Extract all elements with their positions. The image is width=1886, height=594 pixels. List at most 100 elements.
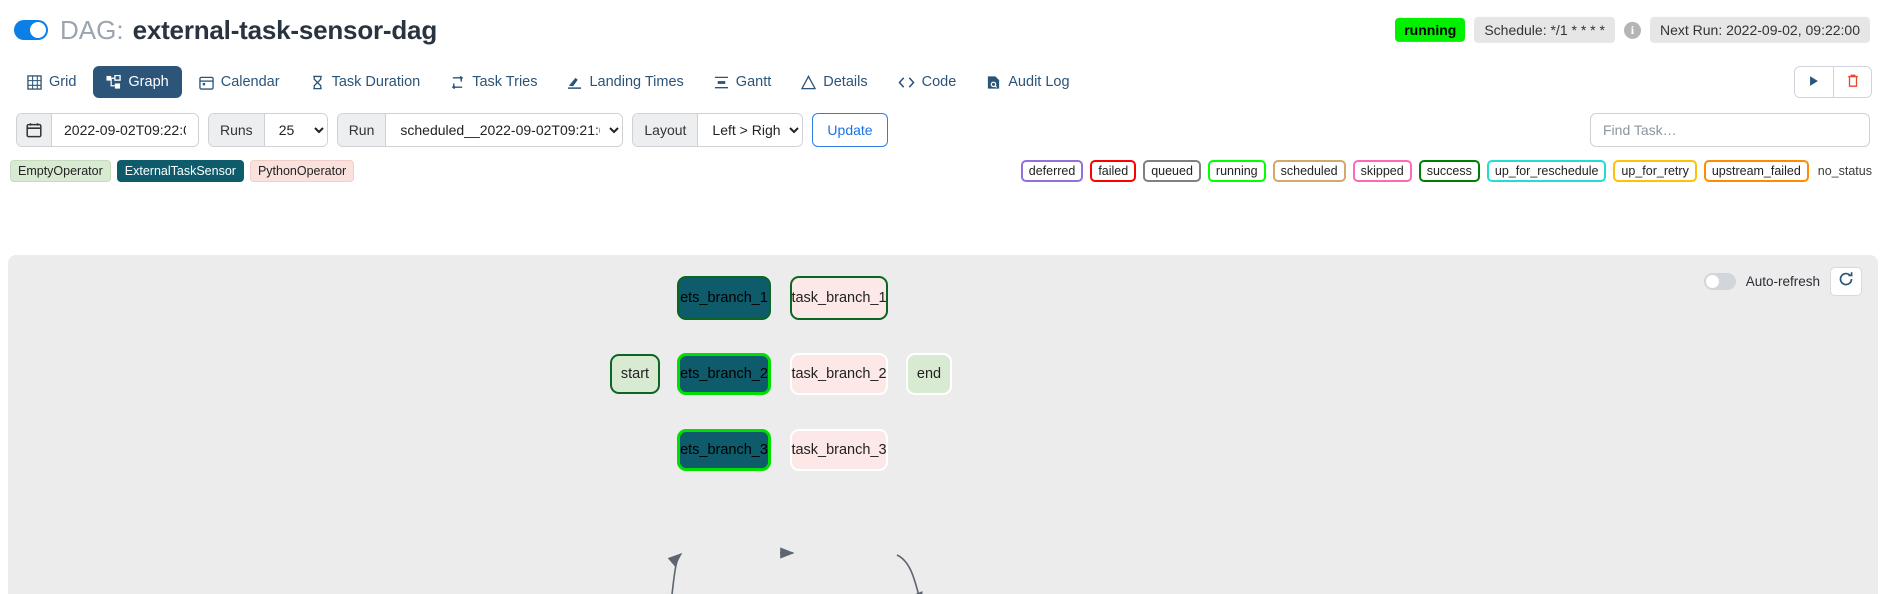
graph-node-task_branch_3[interactable]: task_branch_3 — [790, 429, 888, 471]
graph-edge — [667, 552, 683, 594]
trigger-dag-button[interactable] — [1795, 67, 1833, 97]
state-badge-up_for_retry[interactable]: up_for_retry — [1613, 159, 1697, 183]
state-badge-success[interactable]: success — [1418, 159, 1480, 183]
graph-node-start[interactable]: start — [610, 354, 660, 394]
layout-group: Layout Left > RightRight > LeftTop > Bot… — [632, 113, 804, 147]
run-label: Run — [337, 114, 387, 146]
layout-label: Layout — [633, 114, 699, 146]
tab-label: Graph — [128, 74, 169, 90]
canvas-tools: Auto-refresh — [1703, 267, 1862, 296]
calendar-icon[interactable] — [17, 114, 52, 146]
tab-grid[interactable]: Grid — [14, 66, 89, 98]
tab-label: Calendar — [220, 74, 280, 90]
refresh-button[interactable] — [1830, 267, 1862, 296]
auto-refresh-toggle[interactable] — [1703, 273, 1736, 290]
state-badge-queued[interactable]: queued — [1143, 159, 1201, 183]
tab-code[interactable]: Code — [885, 66, 970, 98]
status-badge: running — [1395, 17, 1466, 43]
tab-landing-times[interactable]: Landing Times — [554, 66, 696, 98]
graph-viewport[interactable]: start ets_branch_1 ets_branch_2 ets_branch_… — [8, 255, 1878, 594]
delete-dag-button[interactable] — [1833, 67, 1871, 97]
graph-node-label: ets_branch_2 — [680, 366, 768, 382]
schedule-badge: Schedule: */1 * * * * — [1474, 16, 1615, 44]
graph-node-end[interactable]: end — [906, 353, 952, 395]
graph-node-label: task_branch_2 — [791, 366, 887, 382]
tab-details[interactable]: Details — [788, 66, 880, 98]
tab-label: Details — [823, 74, 868, 90]
graph-node-label: start — [620, 366, 650, 382]
graph-edge — [896, 554, 923, 594]
graph-node-ets_branch_3[interactable]: ets_branch_3 — [677, 429, 771, 471]
audit-log-icon — [986, 75, 1001, 90]
graph-node-label: ets_branch_3 — [680, 442, 768, 458]
find-task-input[interactable] — [1590, 113, 1870, 147]
graph-node-ets_branch_2[interactable]: ets_branch_2 — [677, 353, 771, 395]
header-status-group: running Schedule: */1 * * * * i Next Run… — [1395, 16, 1870, 44]
tab-audit-log[interactable]: Audit Log — [973, 66, 1082, 98]
layout-select[interactable]: Left > RightRight > LeftTop > BottomBott… — [698, 114, 803, 146]
auto-refresh-label: Auto-refresh — [1745, 274, 1820, 289]
graph-node-label: task_branch_3 — [791, 442, 887, 458]
tab-graph[interactable]: Graph — [93, 66, 182, 98]
state-badge-scheduled[interactable]: scheduled — [1272, 159, 1346, 183]
tab-label: Task Duration — [331, 74, 421, 90]
tab-calendar[interactable]: Calendar — [186, 66, 293, 98]
refresh-icon — [1838, 271, 1854, 292]
info-icon[interactable]: i — [1623, 21, 1641, 39]
state-badge-skipped[interactable]: skipped — [1352, 159, 1412, 183]
state-badge-no-status[interactable]: no_status — [1817, 164, 1872, 178]
calendar-icon — [199, 75, 214, 90]
run-select[interactable]: scheduled__2022-09-02T09:21:00+00:00 — [386, 114, 623, 146]
state-badge-up_for_reschedule[interactable]: up_for_reschedule — [1486, 159, 1607, 183]
operator-badge[interactable]: ExternalTaskSensor — [116, 159, 244, 183]
base-date-group — [16, 113, 199, 147]
operator-badge[interactable]: EmptyOperator — [10, 159, 111, 183]
operator-badge[interactable]: PythonOperator — [249, 159, 355, 183]
graph-canvas[interactable]: Auto-refresh start ets_branch_1 ets_branch… — [8, 255, 1878, 594]
state-badge-failed[interactable]: failed — [1090, 159, 1137, 183]
runs-select[interactable]: 52550100365 — [264, 114, 327, 146]
runs-label: Runs — [209, 114, 265, 146]
graph-node-task_branch_1[interactable]: task_branch_1 — [790, 276, 888, 320]
graph-node-label: task_branch_1 — [791, 290, 887, 306]
runs-group: Runs 52550100365 — [208, 113, 328, 147]
dag-view-tabs: Grid Graph Calendar Task Duration Task T… — [0, 60, 1886, 104]
grid-icon — [27, 74, 42, 90]
run-group: Run scheduled__2022-09-02T09:21:00+00:00 — [336, 113, 624, 147]
tab-label: Gantt — [735, 74, 772, 90]
play-icon — [1807, 74, 1821, 91]
state-badge-deferred[interactable]: deferred — [1020, 159, 1084, 183]
tab-label: Grid — [49, 74, 77, 90]
triangle-icon — [801, 74, 817, 90]
state-badge-upstream_failed[interactable]: upstream_failed — [1703, 159, 1809, 183]
graph-node-task_branch_2[interactable]: task_branch_2 — [790, 353, 888, 395]
tab-label: Task Tries — [472, 74, 538, 90]
tab-label: Code — [921, 74, 957, 90]
page-title: external-task-sensor-dag — [132, 14, 438, 45]
landing-icon — [567, 75, 582, 90]
dag-header: DAG: external-task-sensor-dag running Sc… — [0, 0, 1886, 60]
graph-node-label: ets_branch_1 — [680, 290, 768, 306]
trash-icon — [1846, 73, 1860, 91]
next-run-badge: Next Run: 2022-09-02, 09:22:00 — [1649, 16, 1870, 44]
dag-pause-toggle[interactable] — [14, 20, 48, 40]
hourglass-icon — [310, 75, 325, 90]
retry-icon — [450, 75, 465, 90]
gantt-icon — [714, 75, 729, 90]
graph-filter-bar: Runs 52550100365 Run scheduled__2022-09-… — [0, 104, 1886, 156]
graph-edges — [667, 547, 923, 594]
tab-gantt[interactable]: Gantt — [701, 66, 784, 98]
tab-task-tries[interactable]: Task Tries — [437, 66, 550, 98]
update-button[interactable]: Update — [812, 113, 888, 147]
code-icon — [898, 75, 915, 90]
graph-node-ets_branch_1[interactable]: ets_branch_1 — [677, 276, 771, 320]
dag-action-buttons — [1794, 66, 1872, 98]
base-date-input[interactable] — [52, 114, 198, 146]
dag-label: DAG: — [60, 14, 124, 45]
tab-task-duration[interactable]: Task Duration — [297, 66, 434, 98]
state-badge-running[interactable]: running — [1207, 159, 1266, 183]
tab-label: Audit Log — [1008, 74, 1070, 90]
